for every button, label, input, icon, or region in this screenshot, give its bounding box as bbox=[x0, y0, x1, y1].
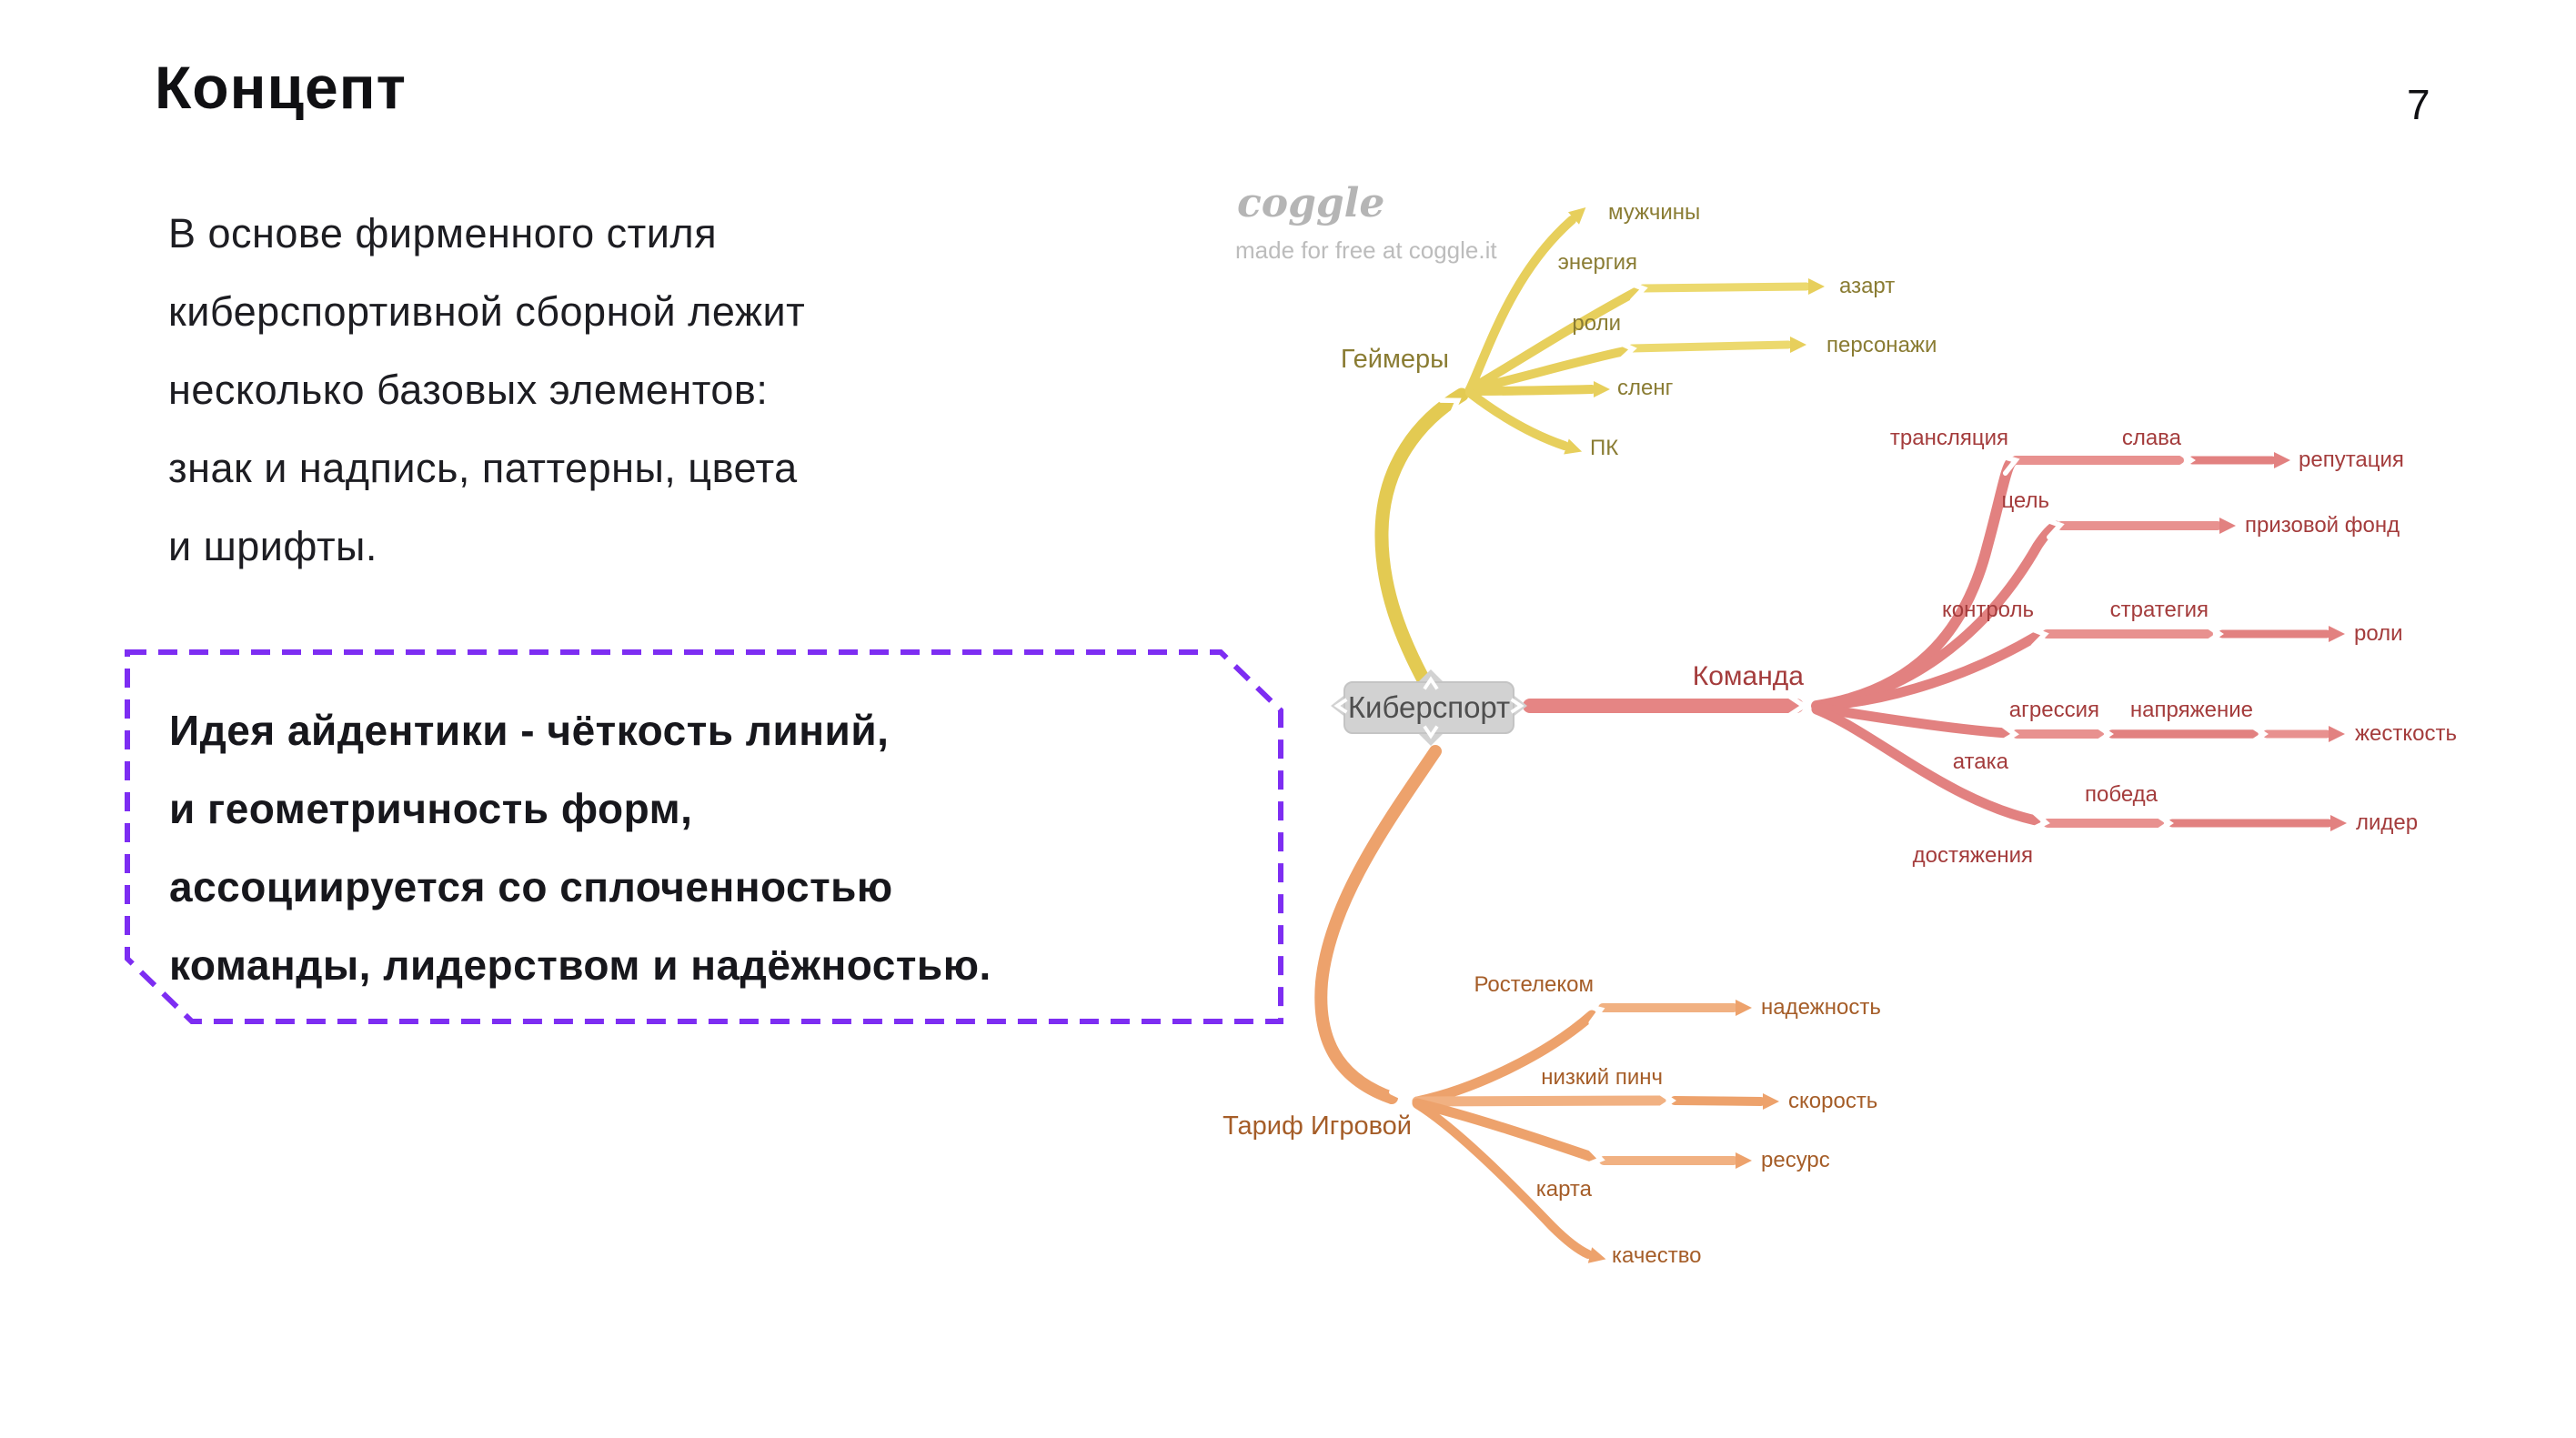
node-label: цель bbox=[2001, 488, 2049, 513]
node-label: надежность bbox=[1761, 995, 1881, 1020]
branch-segment bbox=[1465, 385, 1596, 396]
node-label: контроль bbox=[1942, 598, 2034, 622]
node-label: слава bbox=[2122, 426, 2182, 450]
node-label: карта bbox=[1536, 1177, 1593, 1202]
node-label: роли bbox=[1572, 311, 1621, 336]
branch-trunk bbox=[1374, 387, 1469, 692]
node-label: роли bbox=[2354, 621, 2403, 646]
node-label: победа bbox=[2085, 782, 2158, 807]
root-node-label: Киберспорт bbox=[1348, 690, 1510, 724]
branch-label: Тариф Игровой bbox=[1223, 1111, 1412, 1141]
node-label: энергия bbox=[1558, 250, 1637, 275]
branch-segment bbox=[1412, 1098, 1597, 1162]
node-label: агрессия bbox=[2009, 698, 2099, 722]
branch-gamers: Геймеры мужчины энергия азарт роли персо… bbox=[1341, 200, 1937, 692]
page-title: Концепт bbox=[155, 54, 407, 121]
branch-segment bbox=[1638, 282, 1811, 293]
branch-segment bbox=[1465, 216, 1576, 394]
branch-label: Команда bbox=[1693, 661, 1805, 691]
node-label: атака bbox=[1953, 749, 2009, 774]
intro-paragraph: В основе фирменного стиля киберспортивно… bbox=[168, 210, 806, 569]
node-label: мужчины bbox=[1608, 200, 1700, 225]
node-label: азарт bbox=[1839, 274, 1895, 298]
node-label: качество bbox=[1612, 1243, 1702, 1268]
branch-segment bbox=[1627, 340, 1793, 353]
page-number: 7 bbox=[2407, 81, 2430, 128]
branch-segment bbox=[1413, 1100, 1593, 1259]
branch-segment bbox=[1465, 388, 1569, 450]
branch-segment bbox=[1412, 1010, 1597, 1107]
branch-segment bbox=[1811, 702, 2012, 739]
node-notch-top bbox=[1415, 669, 1446, 685]
branch-trunk bbox=[1314, 745, 1442, 1104]
branch-team: Команда трансляция слава репутация цель … bbox=[1523, 426, 2457, 868]
node-label: жесткость bbox=[2355, 721, 2457, 746]
node-label: низкий пинч bbox=[1541, 1065, 1663, 1090]
node-label: скорость bbox=[1788, 1089, 1877, 1113]
branch-segment bbox=[1465, 347, 1629, 394]
node-label: трансляция bbox=[1890, 426, 2008, 450]
node-label: ресурс bbox=[1761, 1148, 1830, 1172]
node-label: призовой фонд bbox=[2245, 513, 2400, 538]
node-label: Ростелеком bbox=[1474, 972, 1594, 997]
branch-label: Геймеры bbox=[1341, 345, 1449, 374]
node-notch-bottom bbox=[1415, 730, 1446, 746]
node-label: ПК bbox=[1590, 436, 1618, 460]
branch-segment bbox=[1465, 287, 1640, 394]
branch-segment bbox=[1811, 520, 2061, 711]
callout-border bbox=[125, 649, 1283, 1024]
node-label: персонажи bbox=[1826, 333, 1937, 357]
callout-text: Идея айдентики - чёткость линий, и геоме… bbox=[169, 707, 991, 989]
node-label: лидер bbox=[2356, 810, 2418, 835]
node-label: напряжение bbox=[2130, 698, 2253, 722]
node-label: репутация bbox=[2299, 447, 2404, 472]
root-node: Киберспорт bbox=[1331, 669, 1527, 746]
branch-segment bbox=[1811, 631, 2041, 711]
branch-tariff: Тариф Игровой Ростелеком надежность низк… bbox=[1223, 745, 1881, 1268]
coggle-logo: coggle bbox=[1237, 180, 1384, 226]
branch-segment bbox=[1811, 704, 2041, 826]
coggle-tagline: made for free at coggle.it bbox=[1235, 236, 1497, 264]
node-label: достяжения bbox=[1913, 843, 2033, 868]
node-label: стратегия bbox=[2110, 598, 2209, 622]
node-label: сленг bbox=[1617, 376, 1674, 400]
